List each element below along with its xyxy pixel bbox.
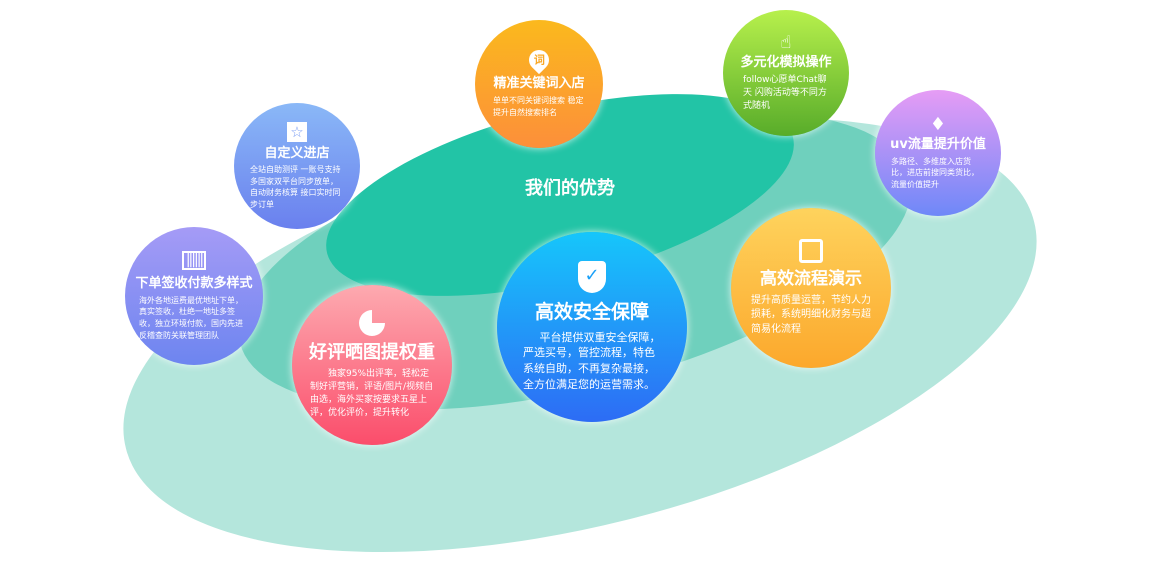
advantage-desc: follow心愿单Chat聊天 闪购活动等不同方式随机: [743, 74, 827, 111]
keyword-pin-icon: 词: [524, 45, 554, 74]
advantage-desc: 单单不同关键词搜索 稳定提升自然搜索排名: [493, 96, 584, 117]
barcode-scan-icon: ||||||: [181, 250, 207, 271]
advantage-title: 多元化模拟操作: [740, 55, 832, 71]
hand-pointer-icon: ☝: [780, 32, 792, 54]
advantage-title: 下单签收付款多样式: [135, 276, 253, 292]
advantage-desc: 提升高质量运营，节约人力损耗，系统明细化财务与超简易化流程: [751, 294, 871, 335]
shield-check-icon: ✓: [578, 260, 606, 293]
advantage-process: 高效流程演示 提升高质量运营，节约人力损耗，系统明细化财务与超简易化流程: [731, 208, 891, 368]
advantage-desc: 多路径、多维度入店货比，进店前搜同类货比， 流量价值提升: [891, 156, 979, 189]
advantage-title: 自定义进店: [264, 145, 330, 161]
advantage-desc: 平台提供双重安全保障，严选买号，管控流程，特色系统自助，不再复杂最接，全方位满足…: [523, 330, 661, 392]
advantage-title: 高效安全保障: [534, 300, 649, 323]
center-title: 我们的优势: [525, 178, 615, 199]
pie-chart-icon: [359, 310, 385, 337]
advantage-security: ✓ 高效安全保障 平台提供双重安全保障，严选买号，管控流程，特色系统自助，不再复…: [497, 232, 687, 422]
advantage-title: 高效流程演示: [760, 268, 862, 289]
star-icon: ☆: [287, 121, 307, 142]
keyword-pin-icon-text: 词: [533, 53, 545, 67]
diamond-icon: ♦: [929, 114, 947, 136]
advantage-desc: 海外各地运费最优地址下单，真实签收，杜绝一地址多签收，独立环境付款，国内先进反稽…: [139, 295, 243, 340]
advantage-title: 精准关键词入店: [493, 75, 585, 91]
advantage-custom-entry: ☆ 自定义进店 全站自助测评 一账号支持多国家双平台同步放单，自动财务核算 接口…: [234, 103, 360, 229]
advantage-desc: 独家95%出评率，轻松定制好评营销，评语/图片/视频自由选，海外买家按要求五星上…: [310, 368, 434, 418]
inner-ellipse: [326, 94, 794, 296]
advantage-title: 好评晒图提权重: [309, 342, 435, 364]
advantage-simulation: ☝ 多元化模拟操作 follow心愿单Chat聊天 闪购活动等不同方式随机: [723, 10, 849, 136]
advantage-keyword: 词 精准关键词入店 单单不同关键词搜索 稳定提升自然搜索排名: [475, 20, 603, 148]
advantage-order-payment: |||||| 下单签收付款多样式 海外各地运费最优地址下单，真实签收，杜绝一地址…: [125, 227, 263, 365]
advantage-uv-traffic: ♦ uv流量提升价值 多路径、多维度入店货比，进店前搜同类货比， 流量价值提升: [875, 90, 1001, 216]
flowchart-icon: [799, 238, 823, 263]
advantage-title: uv流量提升价值: [890, 137, 986, 153]
advantage-desc: 全站自助测评 一账号支持多国家双平台同步放单，自动财务核算 接口实时同步订单: [250, 165, 341, 209]
advantage-review: 好评晒图提权重 独家95%出评率，轻松定制好评营销，评语/图片/视频自由选，海外…: [292, 285, 452, 445]
